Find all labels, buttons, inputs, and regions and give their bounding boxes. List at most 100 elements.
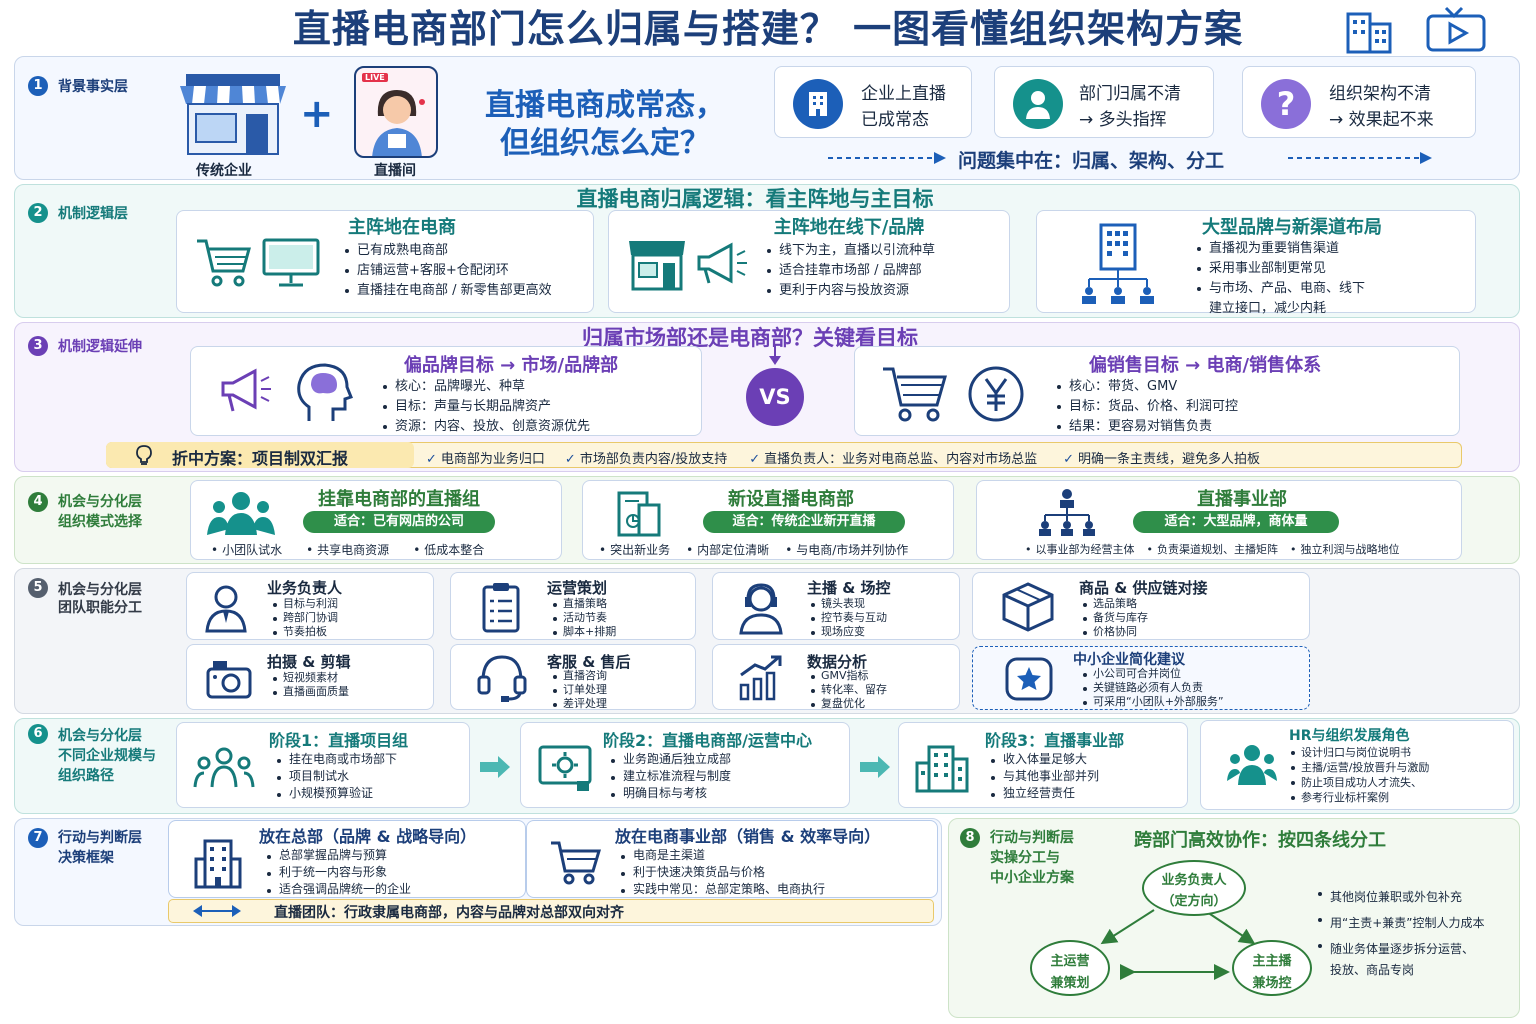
question-icon: ? <box>1261 79 1311 129</box>
node-label: 主运营 <box>1050 954 1090 969</box>
sme-notes: 其他岗位兼职或外包补充用“主责+兼责”控制人力成本随业务体量逐步拆分运营、 <box>1316 884 1485 962</box>
placement-title: 放在电商事业部（销售 & 效率导向） <box>615 827 881 846</box>
mode-bullets: 小团队试水共享电商资源低成本整合 <box>211 541 504 558</box>
role-bullets: 直播咨询订单处理差评处理 <box>551 669 607 711</box>
store-label: 传统企业 <box>196 163 252 179</box>
shopping-cart-icon <box>883 367 947 422</box>
building-icon <box>1346 12 1392 54</box>
role-title: 客服 & 售后 <box>547 653 631 671</box>
yen-coin-icon <box>968 366 1024 422</box>
headline-line2: 但组织怎么定？ <box>500 126 710 161</box>
layer-number: 3 <box>28 336 48 356</box>
fact-card-department-unclear: 部门归属不清 → 多头指挥 <box>994 66 1214 138</box>
layer-heading: 跨部门高效协作：按四条线分工 <box>1134 830 1386 851</box>
role-title: 中小企业简化建议 <box>1073 652 1185 668</box>
mode-business-unit-card: 直播事业部 适合：大型品牌，商体量 以事业部为经营主体负责渠道规划、主播矩阵独立… <box>976 480 1462 560</box>
layer-number: 5 <box>28 578 48 598</box>
shop-icon <box>629 241 685 291</box>
layer-number: 4 <box>28 492 48 512</box>
role-shooting-editing: 拍摄 & 剪辑 短视频素材直播画面质量 <box>186 644 434 710</box>
card-bullet-continuation: 建立接口，减少内耗 <box>1209 301 1327 316</box>
mode-bullets: 突出新业务内部定位清晰与电商/市场并列协作 <box>599 541 928 558</box>
hq-building-icon <box>194 839 242 889</box>
node-label: 兼策划 <box>1050 976 1090 991</box>
fit-pill: 适合：传统企业新开直播 <box>703 511 905 533</box>
layer-number: 8 <box>960 828 980 848</box>
layer-name: 机会与分化层 <box>58 582 142 598</box>
card-bullets: 核心：品牌曝光、种草目标：声量与长期品牌资产资源：内容、投放、创意资源优先 <box>381 377 590 437</box>
card-title: 大型品牌与新渠道布局 <box>1202 217 1382 238</box>
host-avatar-icon <box>372 90 425 156</box>
fact-text-1: 部门归属不清 <box>1079 84 1181 104</box>
brain-head-icon <box>297 363 353 421</box>
layer-name: 背景事实层 <box>58 79 128 95</box>
city-building-icon <box>915 745 969 793</box>
sme-note-continuation: 投放、商品专岗 <box>1330 963 1415 977</box>
stage-title: 阶段2：直播电商部/运营中心 <box>603 731 812 750</box>
double-arrow-icon <box>193 905 241 917</box>
stage-2-card: 阶段2：直播电商部/运营中心 业务跑通后独立成部建立标准流程与制度明确目标与考核 <box>520 722 850 808</box>
role-host-control: 主播 & 场控 镜头表现控节奏与互动现场应变 <box>712 572 960 640</box>
layer-name: 行动与判断层 <box>58 830 142 846</box>
role-data-analysis: 数据分析 GMV指标转化率、留存复盘优化 <box>712 644 960 710</box>
live-tag: LIVE <box>362 73 388 82</box>
card-title: 偏销售目标 → 电商/销售体系 <box>1088 355 1322 376</box>
fact-text-1: 企业上直播 <box>861 84 946 104</box>
camera-icon <box>206 661 252 699</box>
document-chart-icon <box>617 491 661 537</box>
fact-card-structure-unclear: ? 组织架构不清 → 效果起不来 <box>1242 66 1476 138</box>
node-label: 兼场控 <box>1252 976 1292 991</box>
stage-bullets: 收入体量足够大与其他事业部并列独立经营责任 <box>989 751 1099 802</box>
clipboard-icon <box>482 583 520 633</box>
fact-text-2: 已成常态 <box>861 110 929 130</box>
fact-text-1: 组织架构不清 <box>1329 84 1431 104</box>
mode-ecommerce-group-card: 挂靠电商部的直播组 适合：已有网店的公司 小团队试水共享电商资源低成本整合 <box>190 480 562 560</box>
node-label: （定方向） <box>1161 894 1227 909</box>
card-title: 主阵地在电商 <box>348 217 456 238</box>
card-title: 挂靠电商部的直播组 <box>318 489 480 510</box>
ecommerce-unit-placement-card: 放在电商事业部（销售 & 效率导向） 电商是主渠道利于快速决策货品与价格实践中常… <box>526 820 938 898</box>
dashed-arrow-left <box>828 152 946 164</box>
stage-1-card: 阶段1：直播项目组 挂在电商或市场部下项目制试水小规模预算验证 <box>176 722 470 808</box>
stage-title: 阶段3：直播事业部 <box>985 731 1125 750</box>
stage-title: 阶段1：直播项目组 <box>269 731 409 750</box>
live-room-label: 直播间 <box>374 163 416 179</box>
live-room-frame: LIVE <box>354 66 438 158</box>
user-icon <box>1026 91 1050 119</box>
shopping-cart-icon <box>197 239 251 287</box>
building-icon <box>809 92 827 116</box>
role-bullets: 镜头表现控节奏与互动现场应变 <box>809 597 887 639</box>
sme-simplification-tip: 中小企业简化建议 小公司可合并岗位关键链路必须有人负责可采用“小团队+外部服务” <box>972 646 1310 710</box>
layer-number: 1 <box>28 76 48 96</box>
card-bullets: 已有成熟电商部店铺运营+客服+仓配闭环直播挂在电商部 / 新零售部更高效 <box>343 241 552 301</box>
stage-arrow-icon <box>480 756 510 778</box>
layer-subname: 组织模式选择 <box>58 514 142 530</box>
decision-summary-bar <box>168 899 934 923</box>
layer-number: 7 <box>28 828 48 848</box>
node-host <box>1232 940 1312 996</box>
placement-bullets: 总部掌握品牌与预算利于统一内容与形象适合强调品牌统一的企业 <box>265 847 411 898</box>
bar-chart-up-icon <box>739 655 782 701</box>
fit-pill: 适合：已有网店的公司 <box>303 511 495 533</box>
role-title: 业务负责人 <box>267 579 343 597</box>
headline-line1: 直播电商成常态， <box>485 88 725 123</box>
monitor-icon <box>262 238 320 287</box>
compromise-checklist: 电商部为业务归口 市场部负责内容/投放支持 直播负责人：业务对电商总监、内容对市… <box>426 448 1280 467</box>
role-bullets: 小公司可合并岗位关键链路必须有人负责可采用“小团队+外部服务” <box>1081 667 1224 709</box>
node-operations <box>1030 940 1110 996</box>
role-bullets: 短视频素材直播画面质量 <box>271 671 349 699</box>
hr-team-icon <box>1227 745 1277 785</box>
fact-text-2: → 效果起不来 <box>1329 110 1434 130</box>
fact-text-2: → 多头指挥 <box>1079 110 1167 130</box>
layer-subname-2: 中小企业方案 <box>990 870 1074 886</box>
package-box-icon <box>1002 582 1054 632</box>
layer-name: 机会与分化层 <box>58 494 142 510</box>
decision-summary: 直播团队：行政隶属电商部，内容与品牌对总部双向对齐 <box>274 905 624 921</box>
small-team-icon <box>193 747 255 788</box>
layer-name: 机会与分化层 <box>58 728 142 744</box>
role-title: 数据分析 <box>807 653 868 671</box>
plus-sign: + <box>300 91 334 137</box>
layer-name: 机制逻辑延伸 <box>58 339 142 355</box>
